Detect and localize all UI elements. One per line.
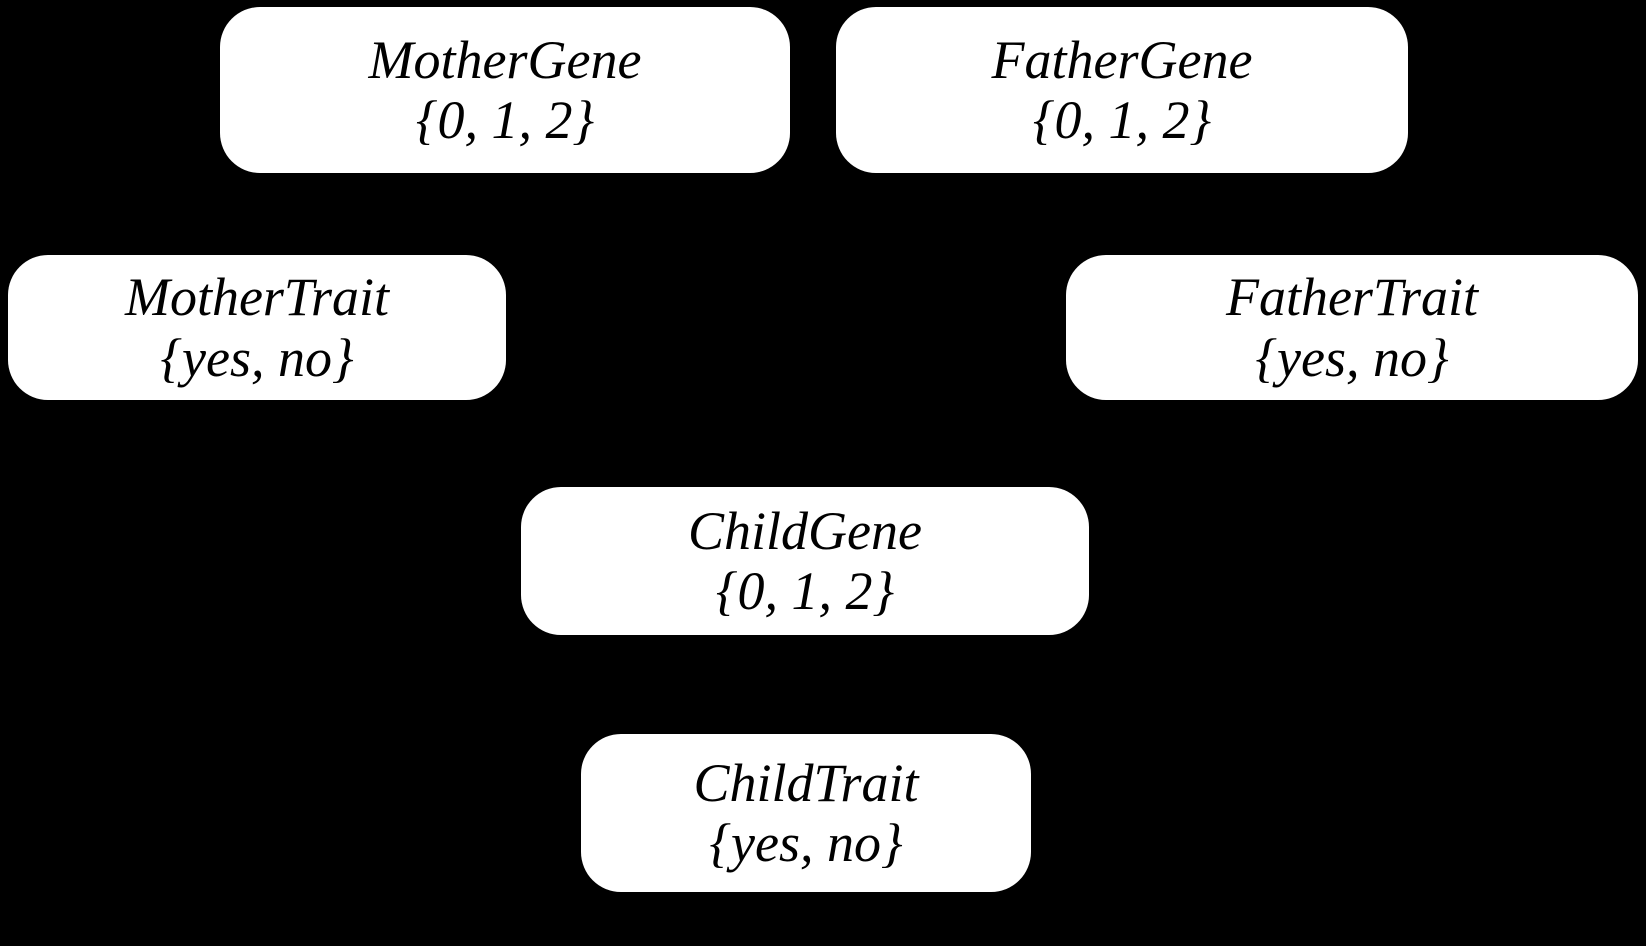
node-father-gene-domain: {0, 1, 2} — [1032, 90, 1212, 150]
node-father-trait-label: FatherTrait — [1225, 267, 1479, 328]
node-mother-trait-label: MotherTrait — [124, 267, 390, 328]
node-child-gene[interactable]: ChildGene {0, 1, 2} — [521, 487, 1089, 635]
node-child-trait-domain: {yes, no} — [709, 813, 903, 873]
node-mother-trait-domain: {yes, no} — [160, 327, 354, 388]
node-child-trait[interactable]: ChildTrait {yes, no} — [581, 734, 1031, 892]
node-child-gene-domain: {0, 1, 2} — [715, 561, 895, 621]
node-father-gene-label: FatherGene — [991, 29, 1253, 90]
node-mother-gene[interactable]: MotherGene {0, 1, 2} — [220, 7, 790, 173]
node-father-gene[interactable]: FatherGene {0, 1, 2} — [836, 7, 1408, 173]
node-child-gene-label: ChildGene — [688, 500, 922, 561]
node-mother-gene-domain: {0, 1, 2} — [415, 90, 595, 150]
node-child-trait-label: ChildTrait — [693, 752, 919, 813]
node-father-trait-domain: {yes, no} — [1255, 327, 1449, 388]
node-mother-trait[interactable]: MotherTrait {yes, no} — [8, 255, 506, 400]
node-mother-gene-label: MotherGene — [368, 29, 642, 90]
node-father-trait[interactable]: FatherTrait {yes, no} — [1066, 255, 1638, 400]
